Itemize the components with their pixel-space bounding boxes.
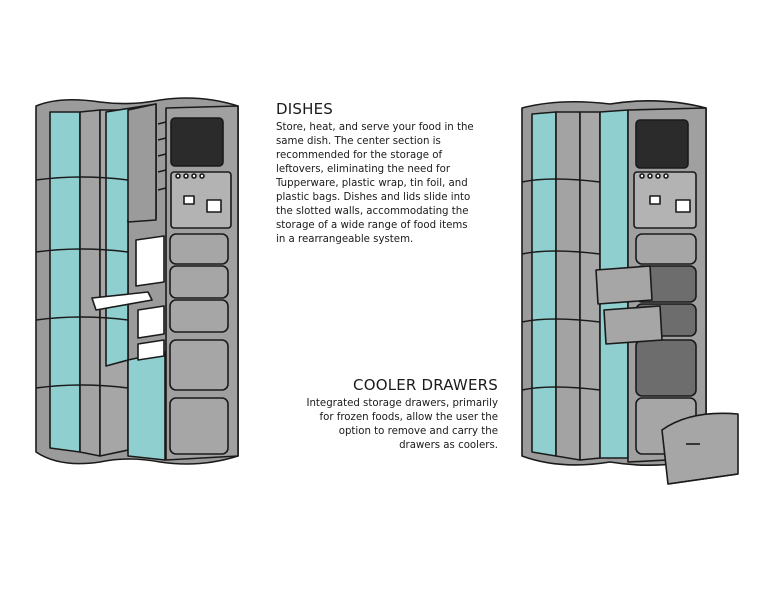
drawer-5 [169, 397, 229, 455]
dishes-line: Tupperware, plastic wrap, tin foil, and [276, 178, 468, 189]
carry-cooler [661, 412, 739, 485]
pulled-drawer-1 [595, 265, 653, 305]
display-screen [170, 117, 224, 167]
dishes-text-block: DISHES Store, heat, and serve your food … [276, 100, 501, 247]
dishes-line: recommended for the storage of [276, 150, 443, 161]
slide-out-dish [91, 291, 153, 311]
drawer-1 [169, 233, 229, 265]
cooler-line: Integrated storage drawers, primarily [306, 398, 498, 409]
cooler-line: drawers as coolers. [399, 440, 498, 451]
drawer-4 [169, 339, 229, 391]
dishes-description: Store, heat, and serve your food in the … [276, 121, 501, 247]
pulled-drawer-2 [603, 305, 663, 345]
dishes-line: leftovers, eliminating the need for [276, 164, 451, 175]
drawer-2 [169, 265, 229, 299]
dishes-line: in a rearrangeable system. [276, 234, 414, 245]
dishes-line: storage of a wide range of food items [276, 220, 468, 231]
dishes-line: plastic bags. Dishes and lids slide into [276, 192, 471, 203]
cooler-text-block: COOLER DRAWERS Integrated storage drawer… [282, 376, 498, 453]
dishes-line: Store, heat, and serve your food in the [276, 122, 474, 133]
fridge-sketch-cooler [521, 100, 739, 485]
dishes-line: the slotted walls, accommodating the [276, 206, 469, 217]
dishes-line: same dish. The center section is [276, 136, 441, 147]
cooler-line: for frozen foods, allow the user the [319, 412, 499, 423]
dishes-heading: DISHES [276, 100, 333, 118]
cooler-description: Integrated storage drawers, primarily fo… [282, 397, 498, 453]
cooler-line: option to remove and carry the [338, 426, 498, 437]
cooler-heading: COOLER DRAWERS [353, 376, 498, 394]
display-screen-right [635, 119, 689, 169]
drawer-3 [169, 299, 229, 333]
